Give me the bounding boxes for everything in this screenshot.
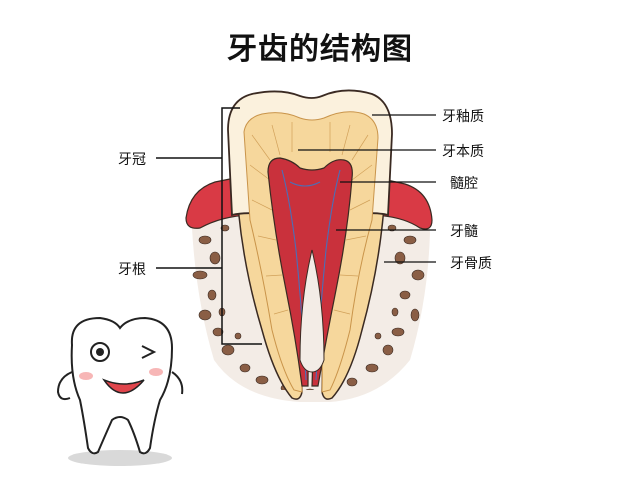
label-dentin: 牙本质 xyxy=(442,144,484,160)
pointer-lines xyxy=(298,114,436,263)
dentin-tubules xyxy=(249,122,373,315)
label-enamel: 牙釉质 xyxy=(442,109,484,125)
smiling-tooth-mascot-icon xyxy=(56,316,184,466)
root-gap xyxy=(299,249,325,373)
bracket-lines xyxy=(156,107,262,345)
label-pulp: 牙髓 xyxy=(450,224,478,240)
label-crown: 牙冠 xyxy=(118,152,146,168)
page-title: 牙齿的结构图 xyxy=(227,32,413,67)
label-root: 牙根 xyxy=(118,262,146,278)
label-pulp-cavity: 髓腔 xyxy=(450,176,478,192)
label-alveolar-bone: 牙骨质 xyxy=(450,256,492,272)
